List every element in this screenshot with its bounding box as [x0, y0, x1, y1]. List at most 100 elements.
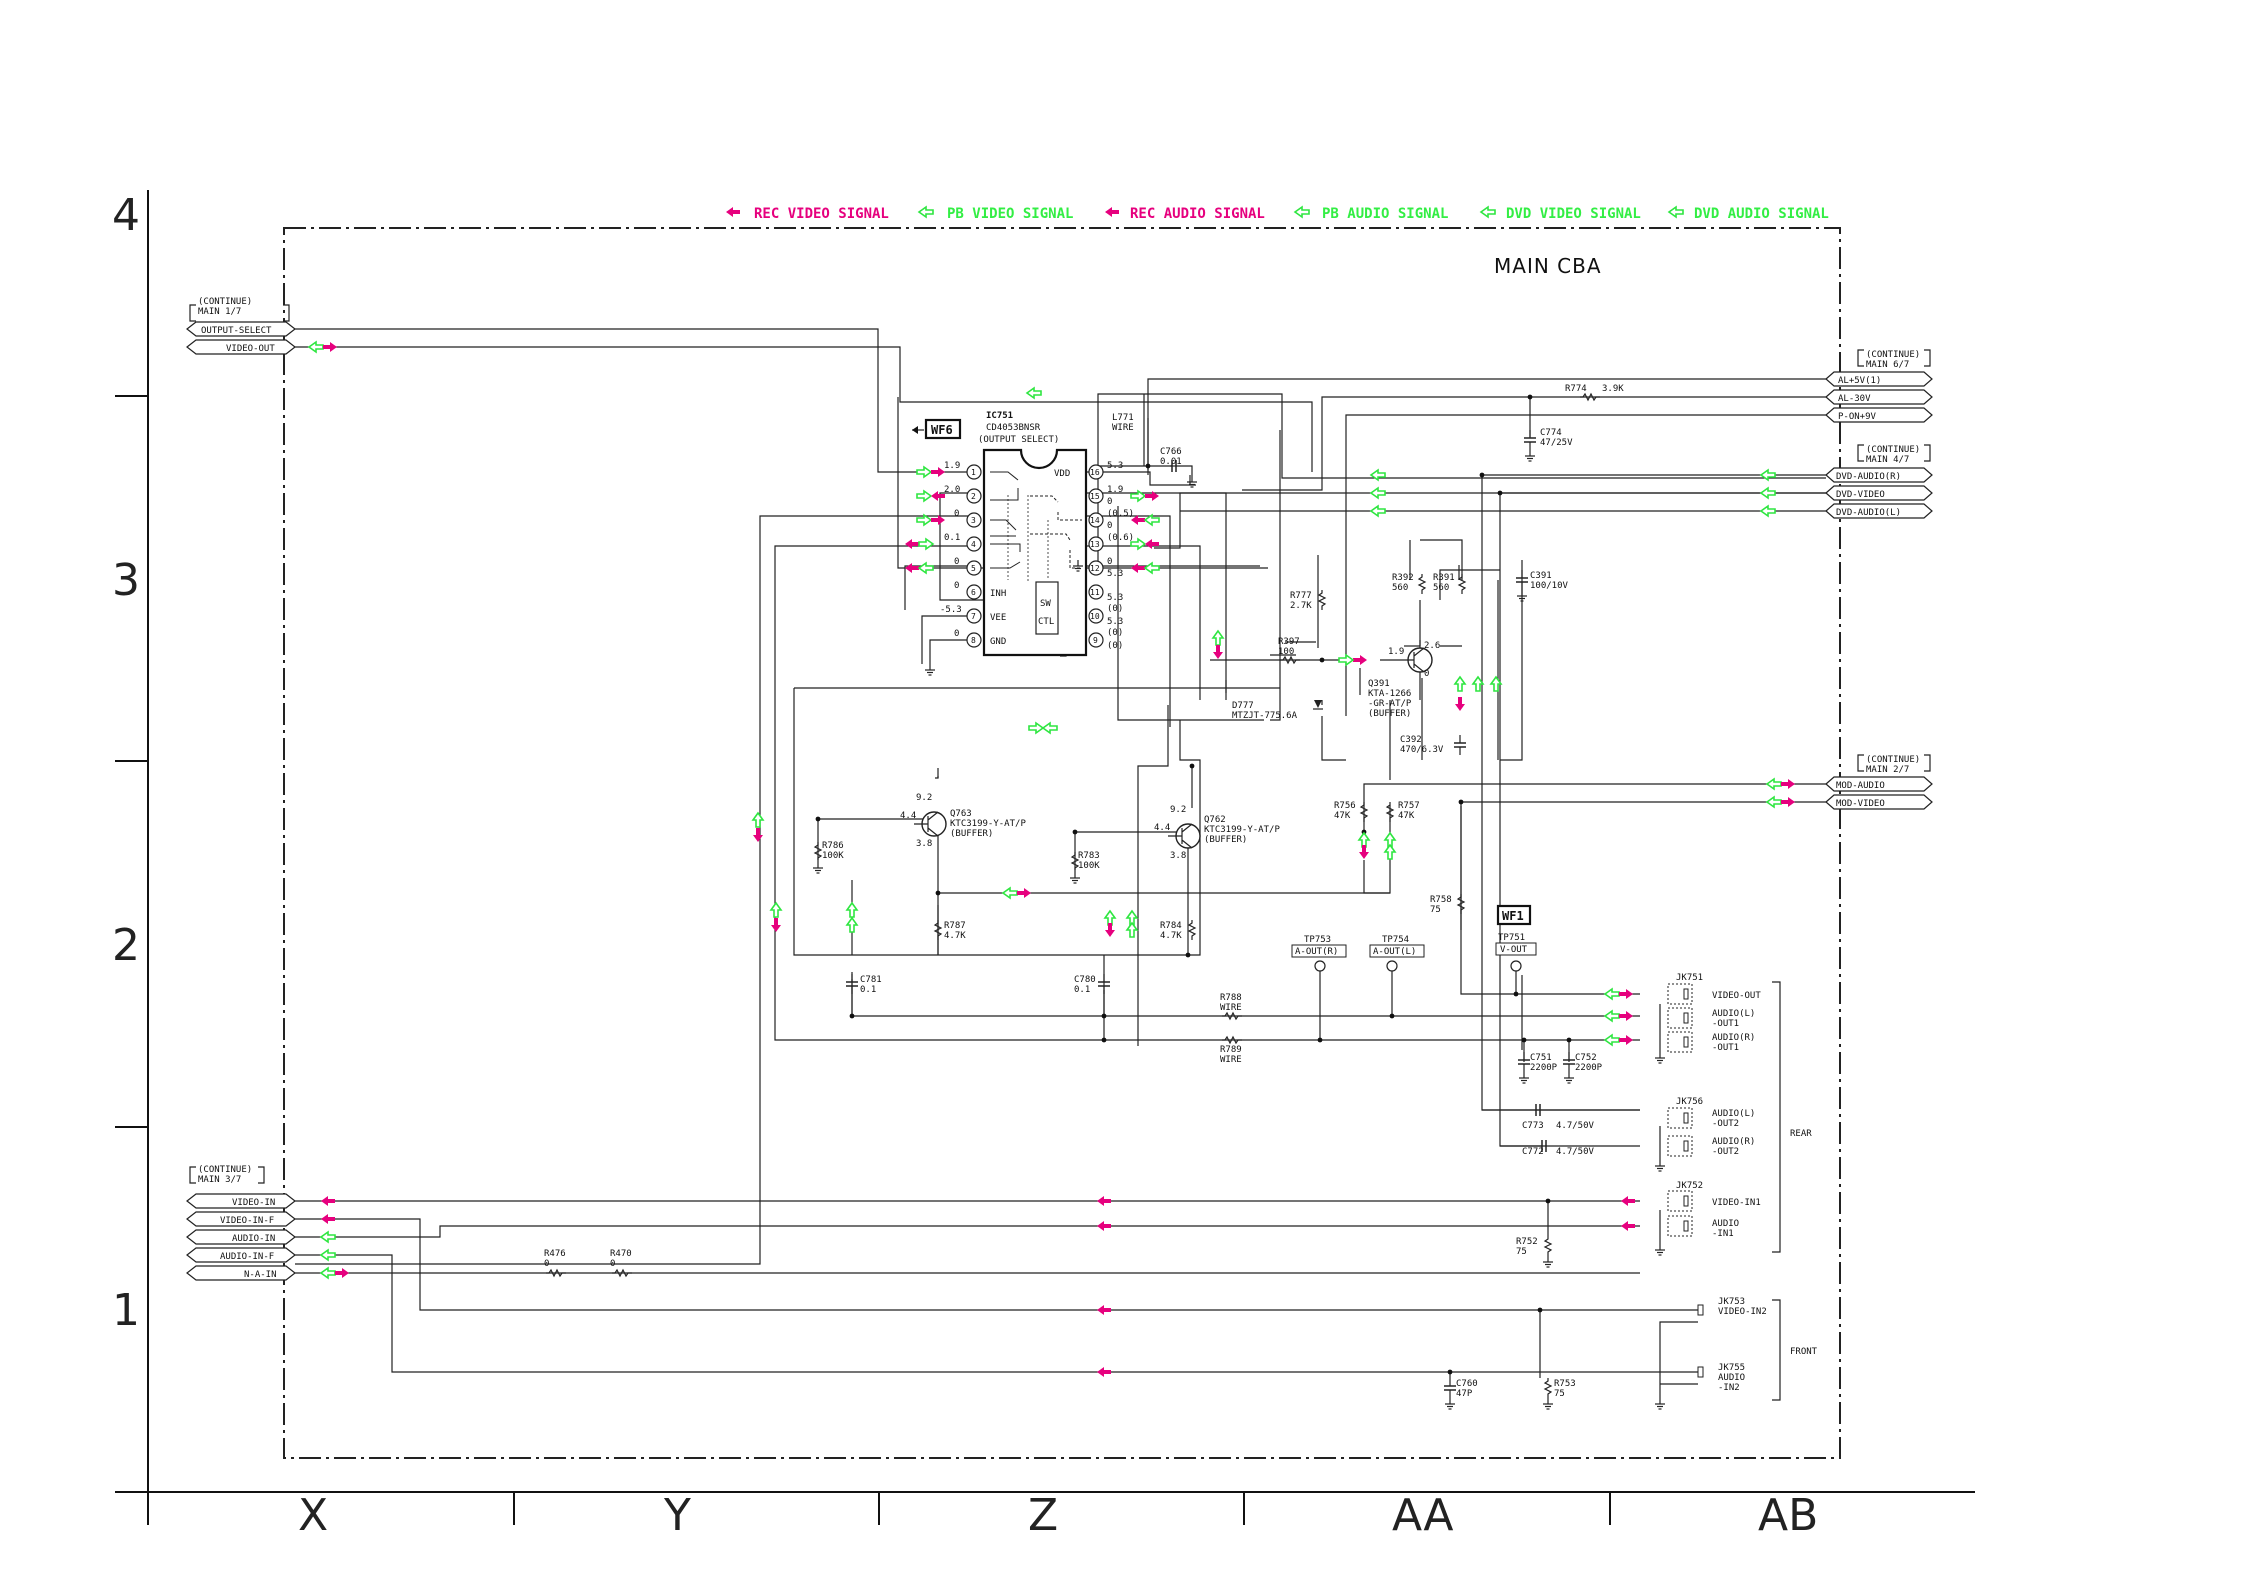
svg-text:C760: C760 [1456, 1379, 1478, 1389]
pin-n-a-in [186, 1265, 296, 1281]
pin-dvd-audio-l [1825, 503, 1933, 519]
svg-text:0: 0 [954, 629, 959, 639]
svg-text:AUDIO(R): AUDIO(R) [1712, 1137, 1755, 1147]
svg-text:Q763: Q763 [950, 809, 972, 819]
svg-text:9.2: 9.2 [1170, 805, 1186, 815]
svg-text:AUDIO: AUDIO [1718, 1373, 1745, 1383]
svg-text:VIDEO-OUT: VIDEO-OUT [1712, 991, 1761, 1001]
ic751-part: CD4053BNSR [986, 423, 1041, 433]
svg-text:1.9: 1.9 [1388, 647, 1404, 657]
connector-main27: (CONTINUE) MAIN 2/7 MOD-AUDIO MOD-VIDEO [1825, 754, 1933, 810]
svg-text:(0.6): (0.6) [1107, 533, 1134, 543]
svg-text:(CONTINUE): (CONTINUE) [198, 1165, 252, 1175]
svg-text:-IN1: -IN1 [1712, 1229, 1734, 1239]
svg-text:560: 560 [1392, 583, 1408, 593]
svg-text:3.9K: 3.9K [1602, 384, 1624, 394]
svg-text:C774: C774 [1540, 428, 1562, 438]
board-title: MAIN CBA [1494, 254, 1602, 278]
connector-main17: (CONTINUE) MAIN 1/7 OUTPUT-SELECT VIDEO-… [186, 297, 296, 355]
legend-pb-video: PB VIDEO SIGNAL [947, 206, 1073, 222]
svg-text:P-ON+9V: P-ON+9V [1838, 412, 1877, 422]
svg-text:TP751: TP751 [1498, 933, 1525, 943]
svg-text:AL-30V: AL-30V [1838, 394, 1871, 404]
svg-text:9: 9 [1093, 636, 1098, 645]
legend: REC VIDEO SIGNAL PB VIDEO SIGNAL REC AUD… [726, 206, 1829, 222]
row-label-3: 3 [112, 555, 140, 606]
svg-text:100K: 100K [1078, 861, 1100, 871]
svg-text:(CONTINUE): (CONTINUE) [198, 297, 252, 307]
svg-text:(BUFFER): (BUFFER) [950, 829, 993, 839]
svg-text:WIRE: WIRE [1220, 1003, 1242, 1013]
row-label-2: 2 [112, 920, 140, 971]
pb-video-arrow-icon [918, 206, 934, 218]
svg-text:WIRE: WIRE [1112, 423, 1134, 433]
svg-text:0: 0 [1424, 669, 1429, 679]
col-label-aa: AA [1392, 1490, 1453, 1541]
svg-text:R470: R470 [610, 1249, 632, 1259]
svg-text:R476: R476 [544, 1249, 566, 1259]
svg-text:R789: R789 [1220, 1045, 1242, 1055]
svg-text:C781: C781 [860, 975, 882, 985]
svg-text:0.1: 0.1 [1074, 985, 1090, 995]
row-label-4: 4 [112, 190, 140, 241]
svg-text:TP753: TP753 [1304, 935, 1331, 945]
svg-text:12: 12 [1090, 564, 1100, 573]
svg-text:-OUT1: -OUT1 [1712, 1043, 1739, 1053]
svg-text:2.7K: 2.7K [1290, 601, 1312, 611]
svg-text:0: 0 [544, 1259, 549, 1269]
svg-text:0: 0 [954, 557, 959, 567]
svg-text:JK755: JK755 [1718, 1363, 1745, 1373]
svg-text:(0): (0) [1107, 628, 1123, 638]
wf6-tag: WF6 [912, 418, 962, 440]
svg-text:7: 7 [971, 612, 976, 621]
svg-text:4.7K: 4.7K [1160, 931, 1182, 941]
svg-text:R758: R758 [1430, 895, 1452, 905]
svg-text:VIDEO-OUT: VIDEO-OUT [226, 344, 275, 354]
svg-text:Q391: Q391 [1368, 679, 1390, 689]
svg-text:AUDIO: AUDIO [1712, 1219, 1739, 1229]
svg-text:C780: C780 [1074, 975, 1096, 985]
svg-text:-OUT2: -OUT2 [1712, 1119, 1739, 1129]
svg-text:5: 5 [971, 564, 976, 573]
svg-text:4.7K: 4.7K [944, 931, 966, 941]
pin-al5v [1825, 371, 1933, 387]
svg-text:JK756: JK756 [1676, 1097, 1703, 1107]
wf1-tag [1496, 904, 1532, 926]
svg-text:(0.5): (0.5) [1107, 509, 1134, 519]
svg-text:0.01: 0.01 [1160, 457, 1182, 467]
svg-text:-GR-AT/P: -GR-AT/P [1368, 699, 1412, 709]
svg-text:MAIN 4/7: MAIN 4/7 [1866, 455, 1909, 465]
dvd-video-arrow-icon [1480, 206, 1496, 218]
svg-text:AUDIO-IN: AUDIO-IN [232, 1234, 275, 1244]
svg-text:-OUT2: -OUT2 [1712, 1147, 1739, 1157]
svg-text:VEE: VEE [990, 613, 1006, 623]
col-label-x: X [298, 1490, 328, 1541]
svg-text:75: 75 [1516, 1247, 1527, 1257]
svg-text:47P: 47P [1456, 1389, 1473, 1399]
svg-text:16: 16 [1090, 468, 1100, 477]
svg-text:MTZJT-775.6A: MTZJT-775.6A [1232, 711, 1298, 721]
rec-video-arrow-icon [726, 207, 740, 217]
grid-frame: 4 3 2 1 X Y Z AA AB [112, 190, 1975, 1541]
svg-text:WIRE: WIRE [1220, 1055, 1242, 1065]
svg-text:100K: 100K [822, 851, 844, 861]
svg-text:WF1: WF1 [1502, 909, 1524, 923]
svg-text:N-A-IN: N-A-IN [244, 1270, 277, 1280]
svg-text:MOD-VIDEO: MOD-VIDEO [1836, 799, 1885, 809]
legend-dvd-video: DVD VIDEO SIGNAL [1506, 206, 1641, 222]
svg-text:100: 100 [1278, 647, 1294, 657]
svg-text:KTA-1266: KTA-1266 [1368, 689, 1411, 699]
svg-text:2200P: 2200P [1530, 1063, 1558, 1073]
svg-text:0.1: 0.1 [944, 533, 960, 543]
svg-text:C772: C772 [1522, 1147, 1544, 1157]
svg-text:8: 8 [971, 636, 976, 645]
svg-text:11: 11 [1090, 588, 1100, 597]
svg-text:MOD-AUDIO: MOD-AUDIO [1836, 781, 1885, 791]
svg-text:REAR: REAR [1790, 1129, 1812, 1139]
svg-text:47K: 47K [1334, 811, 1351, 821]
svg-text:DVD-VIDEO: DVD-VIDEO [1836, 490, 1885, 500]
svg-text:5.3: 5.3 [1107, 617, 1123, 627]
connector-main47: (CONTINUE) MAIN 4/7 DVD-AUDIO(R) DVD-VID… [1825, 444, 1933, 519]
svg-text:(CONTINUE): (CONTINUE) [1866, 350, 1920, 360]
svg-text:(CONTINUE): (CONTINUE) [1866, 445, 1920, 455]
